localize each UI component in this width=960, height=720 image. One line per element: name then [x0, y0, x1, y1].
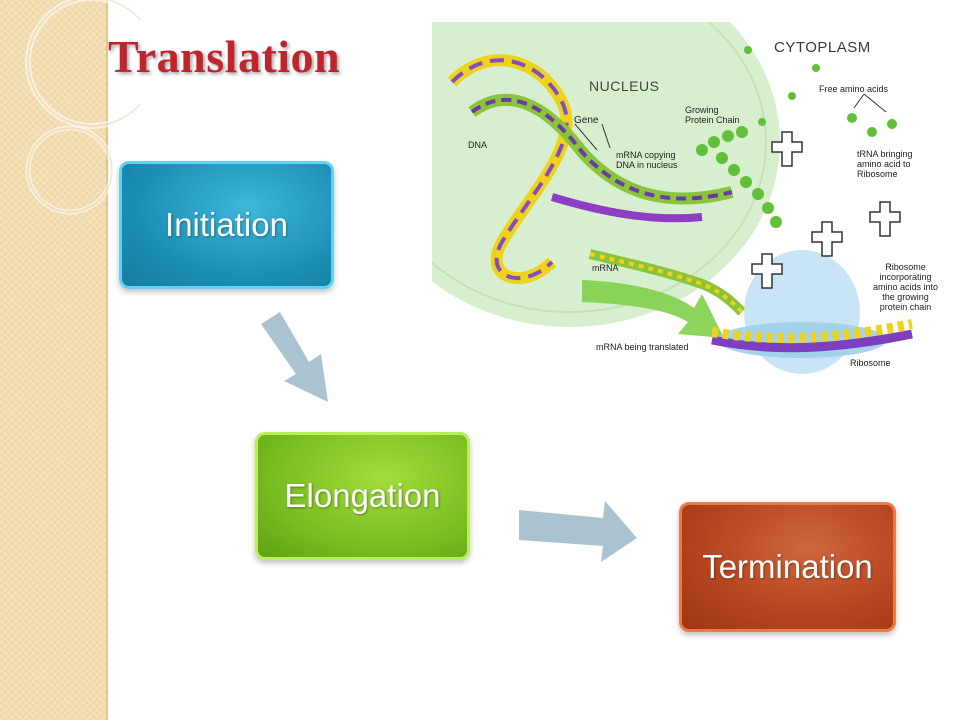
nucleus-shape — [360, 0, 780, 327]
arrow-right-icon — [519, 501, 637, 562]
protein-synthesis-illustration: CYTOPLASM NUCLEUS Free amino acids Gene … — [360, 0, 954, 380]
side-decorative-band — [0, 0, 108, 720]
growing-chain-label: Growing Protein Chain — [685, 105, 740, 126]
free-amino-acids — [744, 46, 897, 137]
gene-label: Gene — [574, 115, 599, 126]
decorative-rings — [25, 0, 140, 215]
mrna-translated-label: mRNA being translated — [596, 342, 689, 352]
initiation-label: Initiation — [165, 206, 288, 243]
termination-label: Termination — [702, 548, 873, 585]
nucleus-label: NUCLEUS — [589, 78, 660, 94]
dna-label: DNA — [468, 140, 488, 150]
mrna-copying-label: mRNA copying DNA in nucleus — [616, 150, 678, 171]
protein-chain — [696, 126, 782, 228]
trna-label: tRNA bringing amino acid to Ribosome — [857, 149, 913, 180]
trna-molecules — [751, 131, 901, 289]
ribosome-label: Ribosome — [850, 358, 891, 368]
mrna-label: mRNA — [592, 263, 619, 273]
mrna-copy-strand — [550, 193, 703, 223]
elongation-label: Elongation — [284, 477, 441, 514]
elongation-step: Elongation — [255, 432, 470, 560]
initiation-step: Initiation — [119, 161, 334, 289]
slide-title: Translation — [108, 31, 341, 82]
protein-synthesis-art — [360, 0, 913, 374]
arrow-down-right-icon — [261, 312, 328, 402]
free-amino-acids-label: Free amino acids — [819, 84, 889, 94]
cytoplasm-label: CYTOPLASM — [774, 39, 871, 56]
transport-arrow-icon — [582, 280, 724, 338]
ribosome-incorporating-label: Ribosome incorporating amino acids into … — [873, 262, 939, 313]
termination-step: Termination — [679, 502, 896, 632]
translated-mrna-strand — [711, 329, 913, 353]
